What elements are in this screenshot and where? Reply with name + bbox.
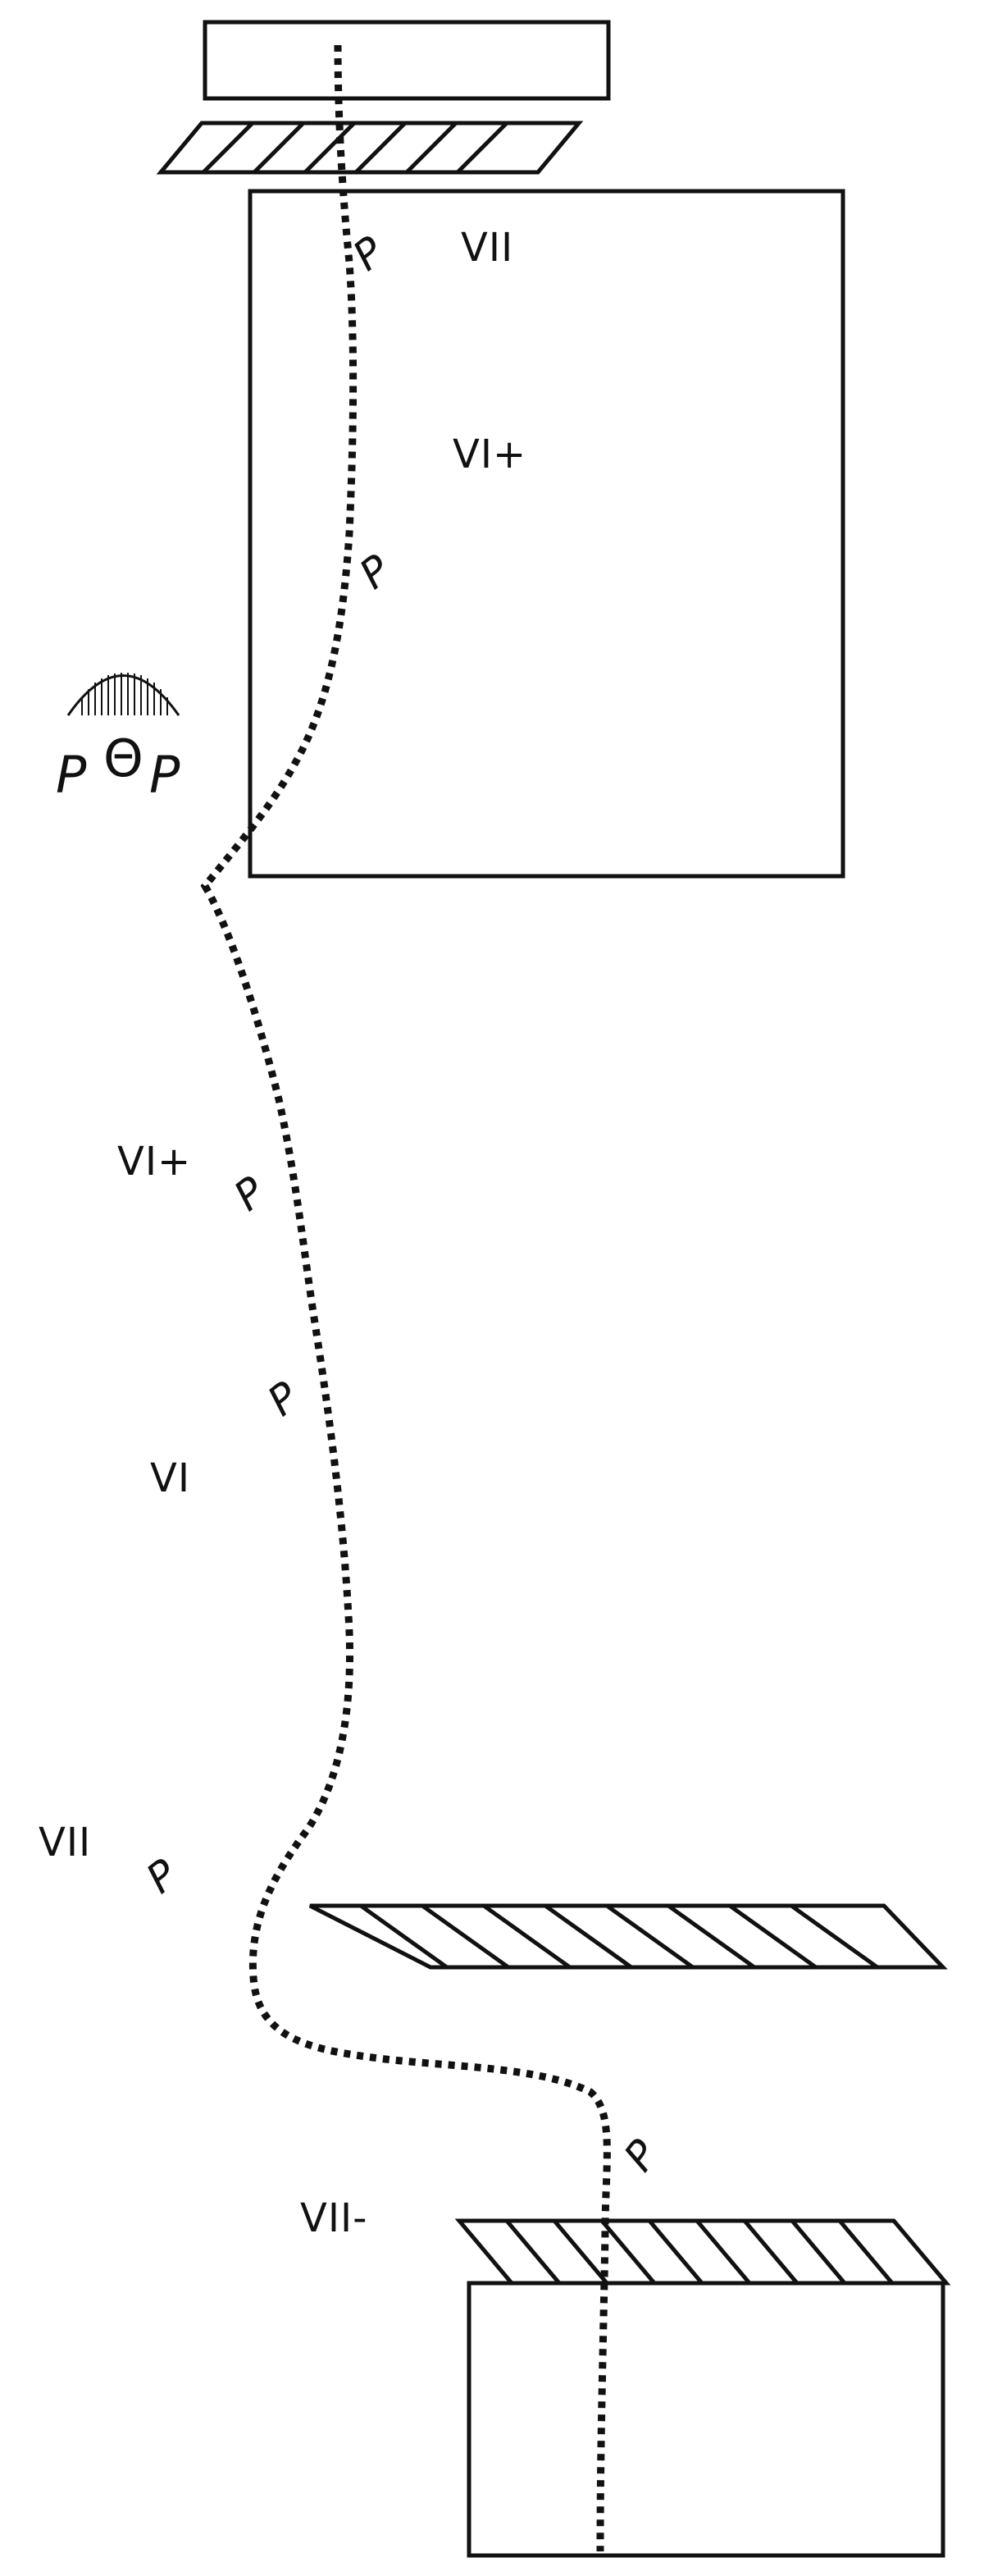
belay-center-theta: Θ (103, 728, 144, 788)
grade-label-vi-plus-lower: VI+ (117, 1139, 191, 1185)
bottom-block (467, 2281, 945, 2558)
grade-label-vii-mid: VII (39, 1820, 91, 1866)
pitch-marker-5: P (138, 1850, 187, 1903)
top-block (203, 20, 611, 101)
pitch-marker-2: P (351, 546, 400, 599)
upper-wall-block (248, 189, 845, 879)
middle-hatched-ledge (308, 1903, 948, 1970)
belay-symbol: P Θ P (56, 673, 180, 805)
pitch-marker-4: P (259, 1372, 308, 1426)
climbing-route-line (200, 44, 611, 2552)
pitch-marker-3: P (226, 1167, 275, 1221)
belay-arch-icon (66, 673, 180, 716)
bottom-hatched-ledge (454, 2218, 951, 2286)
grade-label-vi: VI (150, 1455, 190, 1501)
grade-label-vii-minus: VII- (300, 2195, 367, 2241)
top-hatched-ledge (156, 121, 584, 175)
grade-label-vi-plus-upper: VI+ (453, 432, 526, 477)
belay-left-p: P (56, 745, 87, 805)
grade-label-vii-top: VII (461, 225, 513, 271)
pitch-marker-6: P (615, 2131, 668, 2180)
belay-right-p: P (149, 745, 180, 805)
